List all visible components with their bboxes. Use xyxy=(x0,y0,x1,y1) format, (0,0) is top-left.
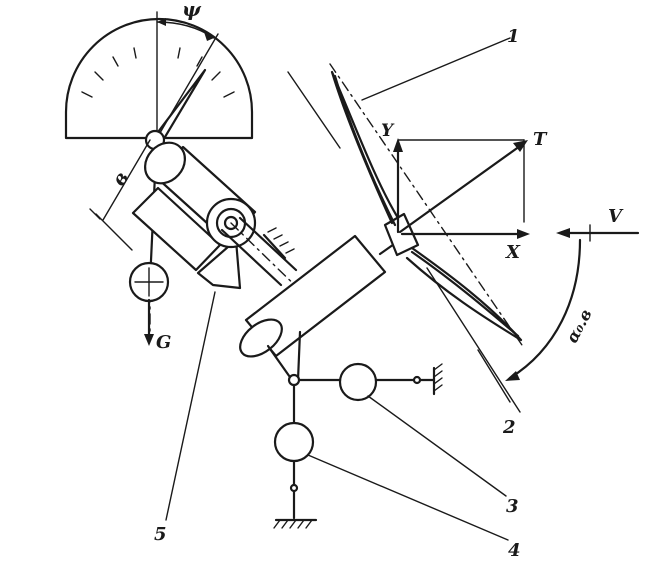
label-y: Y xyxy=(381,121,395,141)
dimension-b xyxy=(89,139,151,251)
leader-lines xyxy=(165,37,511,541)
damper-element-4 xyxy=(273,421,315,463)
force-diagram xyxy=(393,138,530,239)
label-psi: ψ xyxy=(182,0,202,21)
propeller xyxy=(287,63,525,413)
label-t: T xyxy=(533,129,548,150)
label-g: G xyxy=(156,332,171,353)
spring-element-3 xyxy=(338,362,378,402)
label-4: 4 xyxy=(508,540,521,561)
label-2: 2 xyxy=(502,417,516,438)
label-1: 1 xyxy=(507,26,520,47)
alpha-angle-arc xyxy=(505,238,582,381)
dial-scale xyxy=(64,17,254,140)
label-x: X xyxy=(505,242,521,263)
linkage-mast xyxy=(266,330,443,529)
velocity-vector xyxy=(556,224,640,242)
label-3: 3 xyxy=(506,496,519,517)
label-5: 5 xyxy=(154,524,167,545)
nacelle-housing xyxy=(239,234,399,358)
label-v: V xyxy=(608,206,624,227)
label-b: в xyxy=(108,168,133,190)
